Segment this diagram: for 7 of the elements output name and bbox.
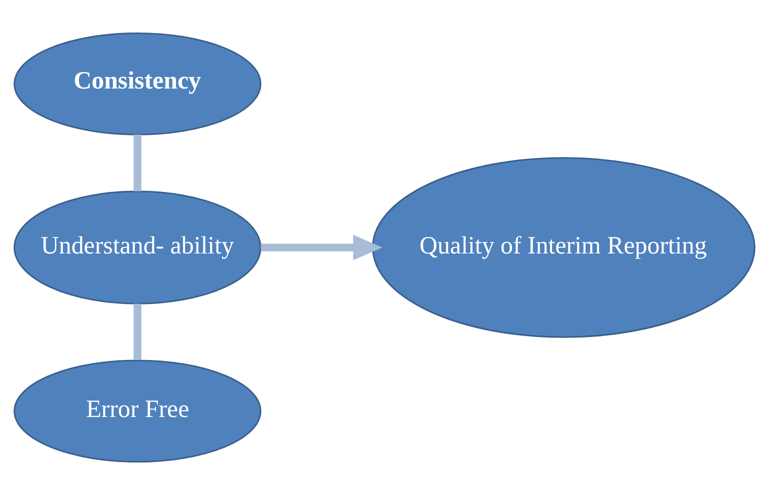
node-ellipse: Quality of Interim Reporting <box>372 157 756 338</box>
node-ellipse: Consistency <box>14 32 262 136</box>
node-ellipse: Error Free <box>14 360 262 463</box>
connector <box>134 134 142 192</box>
arrow <box>260 234 382 260</box>
connector <box>134 304 142 360</box>
node-ellipse: Understand- ability <box>14 190 262 304</box>
